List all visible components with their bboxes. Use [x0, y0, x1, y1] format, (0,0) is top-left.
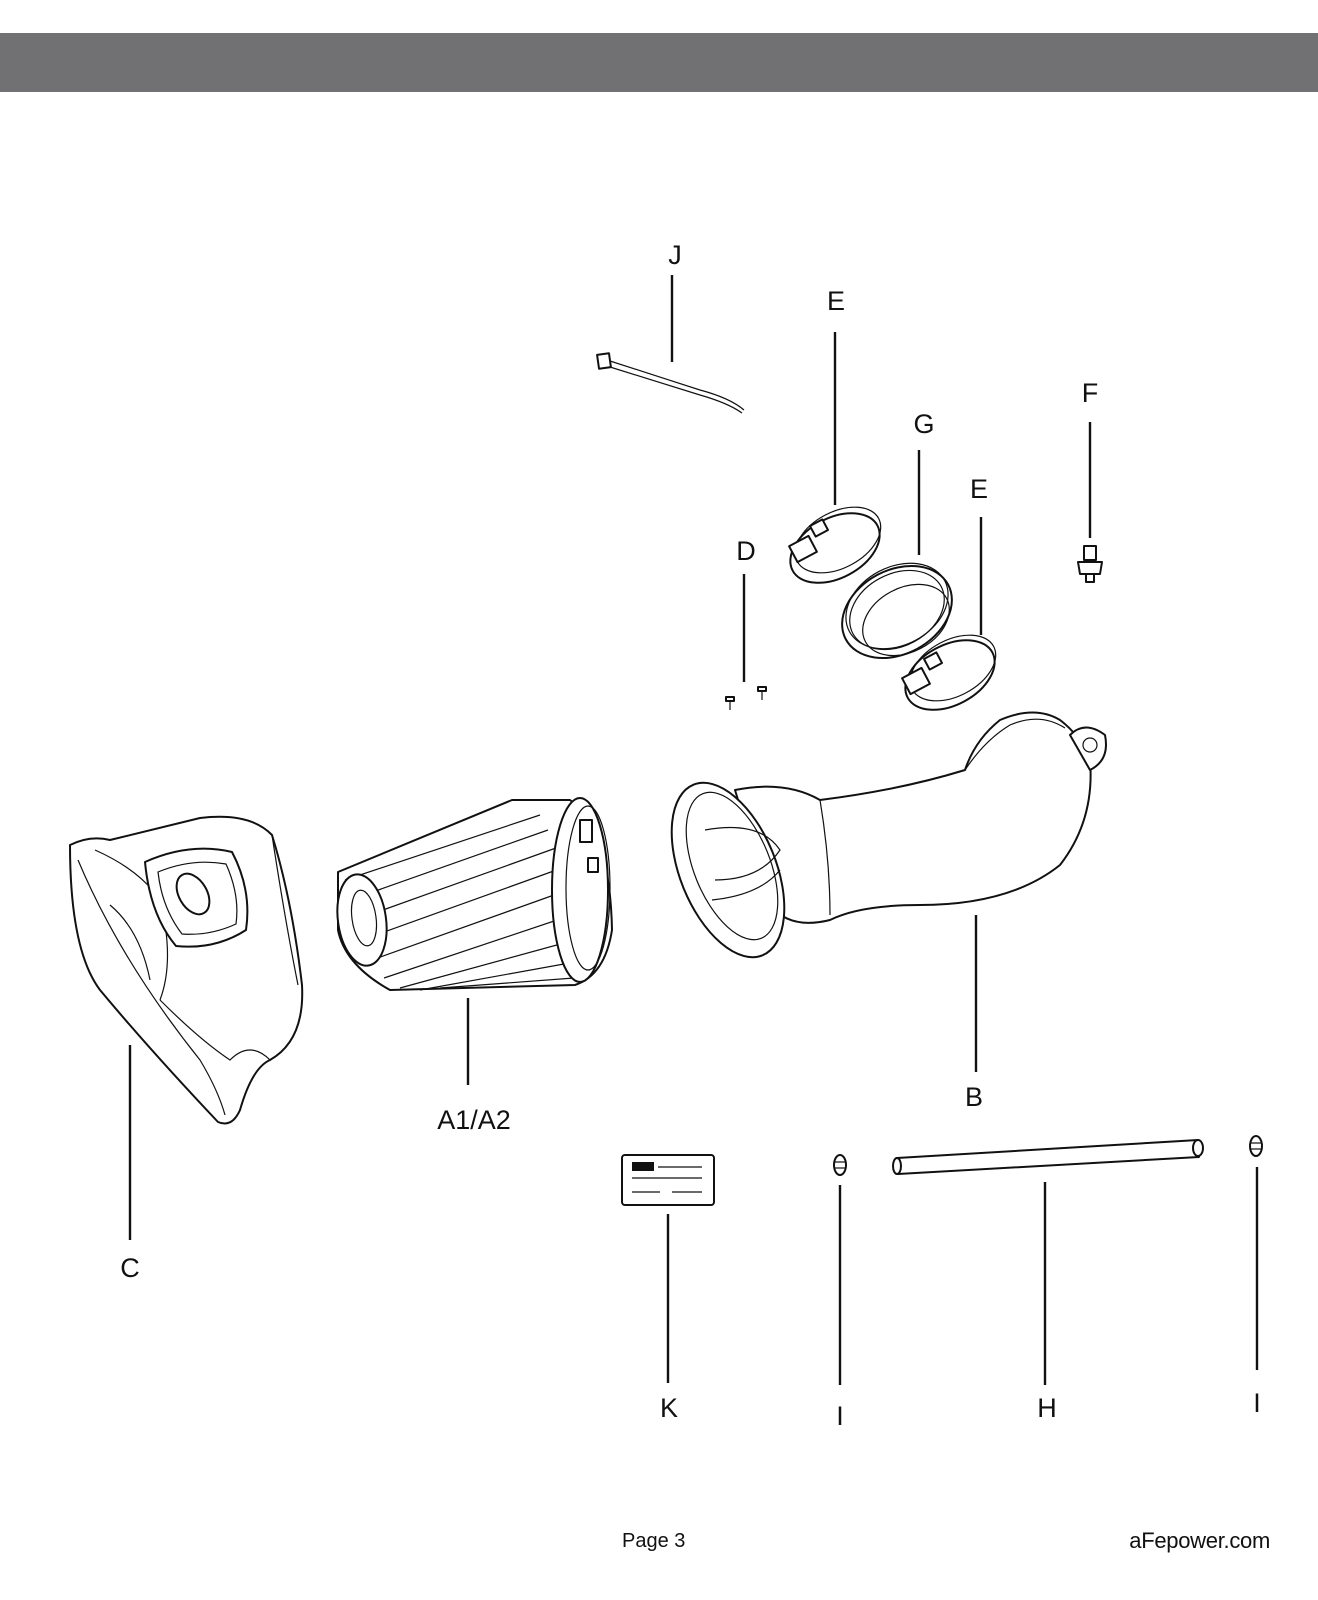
hose-part-h — [892, 1139, 1204, 1175]
zip-tie-part-j — [596, 352, 745, 414]
label-b: B — [965, 1082, 983, 1112]
fitting-part-f — [1077, 545, 1103, 583]
website-url: aFepower.com — [1129, 1528, 1270, 1553]
air-filter-part-a — [336, 797, 613, 991]
clamp-ring-part-i-right — [1249, 1135, 1263, 1157]
label-c: C — [120, 1253, 140, 1283]
hose-clamp-part-e-lower — [901, 634, 997, 711]
label-a: A1/A2 — [437, 1105, 511, 1135]
label-e-lower: E — [970, 474, 988, 504]
air-box-part-c — [69, 815, 304, 1125]
hose-clamp-part-e-upper — [788, 506, 882, 584]
label-k: K — [660, 1393, 678, 1423]
label-i-right: I — [1253, 1388, 1261, 1418]
label-d: D — [736, 536, 756, 566]
screws-part-d — [725, 686, 767, 710]
label-g: G — [913, 409, 934, 439]
intake-tube-part-b — [670, 711, 1107, 959]
label-card-part-k — [621, 1154, 715, 1206]
clamp-ring-part-i-left — [833, 1154, 847, 1176]
label-e-upper: E — [827, 286, 845, 316]
label-i-left: I — [836, 1401, 844, 1431]
page-number: Page 3 — [622, 1530, 686, 1552]
label-j: J — [668, 240, 682, 270]
header-bar — [0, 33, 1318, 92]
label-f: F — [1082, 378, 1099, 408]
label-h: H — [1037, 1393, 1057, 1423]
coupler-part-g — [841, 562, 953, 660]
